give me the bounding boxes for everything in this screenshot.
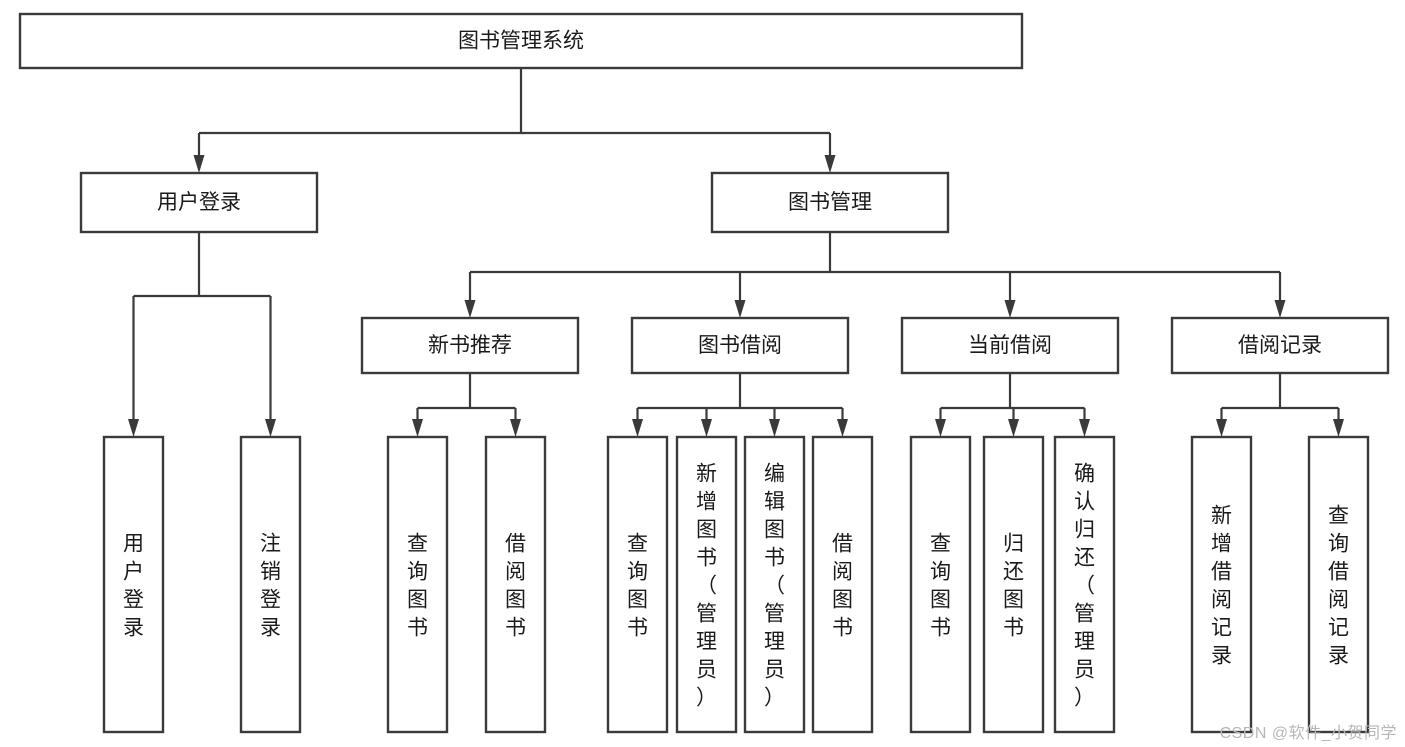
leaf-node-l3-1-3[interactable]: 借阅图书 xyxy=(811,435,874,734)
leaf-node-l3-1-0-label: 查询图书 xyxy=(627,532,648,639)
leaf-node-l3-2-2[interactable]: 确认归还（管理员） xyxy=(1053,435,1116,734)
level3-node-0[interactable]: 新书推荐 xyxy=(360,316,580,375)
leaf-node-l3-0-1[interactable]: 借阅图书 xyxy=(484,435,547,734)
level2-node-1-rect[interactable] xyxy=(710,171,950,234)
arrow-head-icon xyxy=(701,419,712,437)
level3-node-2-rect[interactable] xyxy=(900,316,1120,375)
leaf-node-l3-0-1-label: 借阅图书 xyxy=(505,532,526,639)
leaf-node-0-0[interactable]: 用户登录 xyxy=(102,435,165,734)
arrow-head-icon xyxy=(128,419,139,437)
arrow-head-icon xyxy=(1079,419,1090,437)
level2-node-0[interactable]: 用户登录 xyxy=(79,171,319,234)
connector-lines-layer xyxy=(128,68,1344,437)
leaf-node-l3-2-2-rect[interactable] xyxy=(1053,435,1116,734)
root-node-system-label: 图书管理系统 xyxy=(458,30,584,53)
leaf-node-l3-1-2[interactable]: 编辑图书（管理员） xyxy=(743,435,806,734)
arrow-head-icon xyxy=(632,419,643,437)
leaf-node-l3-0-0-label: 查询图书 xyxy=(407,532,428,639)
arrow-head-icon xyxy=(1274,300,1286,318)
level2-node-0-label: 用户登录 xyxy=(157,191,241,214)
arrow-head-icon xyxy=(510,419,521,437)
leaf-node-l3-2-0-rect[interactable] xyxy=(909,435,972,734)
level3-node-2[interactable]: 当前借阅 xyxy=(900,316,1120,375)
leaf-node-l3-2-0[interactable]: 查询图书 xyxy=(909,435,972,734)
leaf-node-l3-3-0-rect[interactable] xyxy=(1190,435,1253,734)
leaf-node-0-0-rect[interactable] xyxy=(102,435,165,734)
leaf-node-l3-2-2-label: 确认归还（管理员） xyxy=(1074,462,1095,709)
leaf-node-l3-3-1[interactable]: 查询借阅记录 xyxy=(1307,435,1370,734)
leaf-node-l3-1-0-rect[interactable] xyxy=(606,435,669,734)
level2-node-1-label: 图书管理 xyxy=(788,191,872,214)
level3-node-1-rect[interactable] xyxy=(630,316,850,375)
level3-node-1-label: 图书借阅 xyxy=(698,334,782,357)
leaf-node-l3-1-3-rect[interactable] xyxy=(811,435,874,734)
leaf-node-l3-2-1[interactable]: 归还图书 xyxy=(982,435,1045,734)
leaf-node-l3-1-3-label: 借阅图书 xyxy=(832,532,853,639)
leaf-node-l3-1-1-rect[interactable] xyxy=(675,435,738,734)
arrow-head-icon xyxy=(824,155,836,173)
root-node-system[interactable]: 图书管理系统 xyxy=(18,12,1024,70)
leaf-node-l3-2-1-label: 归还图书 xyxy=(1003,532,1024,639)
leaf-node-l3-0-1-rect[interactable] xyxy=(484,435,547,734)
arrow-head-icon xyxy=(412,419,423,437)
level3-node-2-label: 当前借阅 xyxy=(968,334,1052,357)
arrow-head-icon xyxy=(265,419,276,437)
leaf-node-l3-3-1-label: 查询借阅记录 xyxy=(1328,504,1349,667)
leaf-node-l3-3-1-rect[interactable] xyxy=(1307,435,1370,734)
leaf-node-l3-3-0-label: 新增借阅记录 xyxy=(1211,504,1232,667)
level3-node-3-label: 借阅记录 xyxy=(1238,334,1322,357)
level3-node-1[interactable]: 图书借阅 xyxy=(630,316,850,375)
arrow-head-icon xyxy=(935,419,946,437)
leaf-node-l3-2-0-label: 查询图书 xyxy=(930,532,951,639)
arrow-head-icon xyxy=(769,419,780,437)
level3-node-0-label: 新书推荐 xyxy=(428,334,512,357)
leaf-node-0-1-label: 注销登录 xyxy=(260,532,281,639)
arrow-head-icon xyxy=(1008,419,1019,437)
leaf-node-l3-1-1[interactable]: 新增图书（管理员） xyxy=(675,435,738,734)
diagram-nodes-layer: 图书管理系统用户登录用户登录注销登录图书管理新书推荐查询图书借阅图书图书借阅查询… xyxy=(18,12,1390,734)
arrow-head-icon xyxy=(1333,419,1344,437)
leaf-node-l3-1-2-label: 编辑图书（管理员） xyxy=(764,462,785,709)
leaf-node-l3-1-2-rect[interactable] xyxy=(743,435,806,734)
level3-node-3[interactable]: 借阅记录 xyxy=(1170,316,1390,375)
arrow-head-icon xyxy=(464,300,476,318)
leaf-node-l3-3-0[interactable]: 新增借阅记录 xyxy=(1190,435,1253,734)
arrow-head-icon xyxy=(1216,419,1227,437)
arrow-head-icon xyxy=(837,419,848,437)
csdn-watermark: CSDN @软件_小贺同学 xyxy=(1219,725,1397,742)
leaf-node-l3-1-0[interactable]: 查询图书 xyxy=(606,435,669,734)
level3-node-3-rect[interactable] xyxy=(1170,316,1390,375)
level3-node-0-rect[interactable] xyxy=(360,316,580,375)
leaf-node-0-1[interactable]: 注销登录 xyxy=(239,435,302,734)
leaf-node-l3-0-0-rect[interactable] xyxy=(386,435,449,734)
leaf-node-0-0-label: 用户登录 xyxy=(123,532,144,639)
level2-node-1[interactable]: 图书管理 xyxy=(710,171,950,234)
root-node-system-rect[interactable] xyxy=(18,12,1024,70)
leaf-node-0-1-rect[interactable] xyxy=(239,435,302,734)
arrow-head-icon xyxy=(193,155,205,173)
leaf-node-l3-0-0[interactable]: 查询图书 xyxy=(386,435,449,734)
level2-node-0-rect[interactable] xyxy=(79,171,319,234)
leaf-node-l3-2-1-rect[interactable] xyxy=(982,435,1045,734)
arrow-head-icon xyxy=(1004,300,1016,318)
leaf-node-l3-1-1-label: 新增图书（管理员） xyxy=(696,462,717,709)
arrow-head-icon xyxy=(734,300,746,318)
